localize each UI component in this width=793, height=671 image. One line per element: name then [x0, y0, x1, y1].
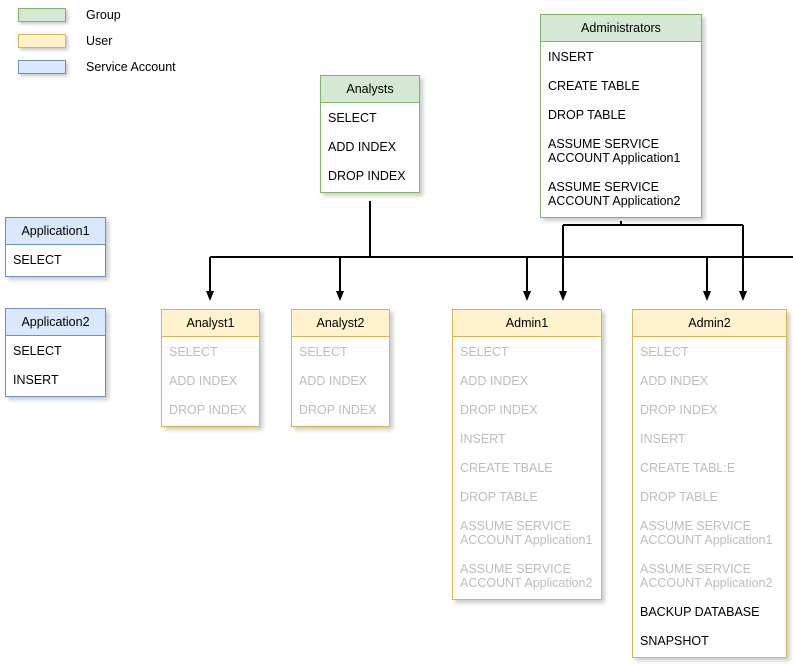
node-analysts-title: Analysts [321, 76, 419, 103]
legend-item-group: Group [18, 6, 176, 24]
permission-item: DROP INDEX [299, 403, 377, 417]
permission-item: BACKUP DATABASE [640, 605, 760, 619]
permission-item: DROP TABLE [548, 108, 626, 122]
node-administrators-permissions: INSERT CREATE TABLE DROP TABLE ASSUME SE… [541, 42, 701, 217]
permission-item: ADD INDEX [299, 374, 368, 388]
legend: Group User Service Account [18, 6, 176, 84]
permission-item: INSERT [13, 373, 59, 387]
permission-item: ASSUME SERVICE ACCOUNT Application1 [640, 519, 773, 547]
permission-item: SELECT [299, 345, 348, 359]
node-application2[interactable]: Application2 SELECT INSERT [5, 308, 106, 397]
permission-item: INSERT [460, 432, 506, 446]
node-administrators-title: Administrators [541, 15, 701, 42]
node-admin2-permissions: SELECT ADD INDEX DROP INDEX INSERT CREAT… [633, 337, 786, 657]
legend-item-service-account: Service Account [18, 58, 176, 76]
permission-item: SELECT [460, 345, 509, 359]
node-administrators[interactable]: Administrators INSERT CREATE TABLE DROP … [540, 14, 702, 218]
permission-item: SELECT [13, 344, 62, 358]
group-swatch [18, 8, 66, 22]
node-admin1-permissions: SELECT ADD INDEX DROP INDEX INSERT CREAT… [453, 337, 601, 599]
legend-item-user: User [18, 32, 176, 50]
permission-item: ADD INDEX [640, 374, 709, 388]
permission-item: DROP TABLE [640, 490, 718, 504]
node-application1-permissions: SELECT [6, 245, 105, 276]
permission-item: ADD INDEX [169, 374, 238, 388]
node-analyst1[interactable]: Analyst1 SELECT ADD INDEX DROP INDEX [161, 309, 260, 427]
permission-item: ASSUME SERVICE ACCOUNT Application1 [460, 519, 593, 547]
node-admin1[interactable]: Admin1 SELECT ADD INDEX DROP INDEX INSER… [452, 309, 602, 600]
node-analyst1-title: Analyst1 [162, 310, 259, 337]
edge-analysts-bus [206, 201, 793, 301]
service-swatch [18, 60, 66, 74]
permission-item: ADD INDEX [460, 374, 529, 388]
edge-administrators-bus [559, 221, 747, 301]
permission-item: INSERT [640, 432, 686, 446]
permission-item: ADD INDEX [328, 140, 397, 154]
permission-item: SELECT [13, 253, 62, 267]
permission-item: SELECT [328, 111, 377, 125]
permission-item: INSERT [548, 50, 594, 64]
legend-label-user: User [86, 34, 113, 48]
permission-item: ASSUME SERVICE ACCOUNT Application2 [640, 562, 773, 590]
node-application1-title: Application1 [6, 218, 105, 245]
permission-item: DROP INDEX [640, 403, 718, 417]
permission-item: ASSUME SERVICE ACCOUNT Application2 [548, 180, 681, 208]
node-analyst2[interactable]: Analyst2 SELECT ADD INDEX DROP INDEX [291, 309, 390, 427]
legend-label-service-account: Service Account [86, 60, 176, 74]
user-swatch [18, 34, 66, 48]
permission-item: SNAPSHOT [640, 634, 709, 648]
node-application2-permissions: SELECT INSERT [6, 336, 105, 396]
permission-item: CREATE TABLE [548, 79, 640, 93]
node-analysts-permissions: SELECT ADD INDEX DROP INDEX [321, 103, 419, 192]
permission-item: DROP INDEX [460, 403, 538, 417]
permission-item: DROP INDEX [169, 403, 247, 417]
node-admin2[interactable]: Admin2 SELECT ADD INDEX DROP INDEX INSER… [632, 309, 787, 658]
permission-item: ASSUME SERVICE ACCOUNT Application2 [460, 562, 593, 590]
node-analyst1-permissions: SELECT ADD INDEX DROP INDEX [162, 337, 259, 426]
node-admin2-title: Admin2 [633, 310, 786, 337]
permission-item: SELECT [169, 345, 218, 359]
node-admin1-title: Admin1 [453, 310, 601, 337]
permission-item: DROP TABLE [460, 490, 538, 504]
permission-item: CREATE TBALE [460, 461, 553, 475]
node-analysts[interactable]: Analysts SELECT ADD INDEX DROP INDEX [320, 75, 420, 193]
permission-item: CREATE TABL:E [640, 461, 736, 475]
permission-item: ASSUME SERVICE ACCOUNT Application1 [548, 137, 681, 165]
permission-item: SELECT [640, 345, 689, 359]
node-application1[interactable]: Application1 SELECT [5, 217, 106, 277]
legend-label-group: Group [86, 8, 121, 22]
node-analyst2-title: Analyst2 [292, 310, 389, 337]
node-application2-title: Application2 [6, 309, 105, 336]
node-analyst2-permissions: SELECT ADD INDEX DROP INDEX [292, 337, 389, 426]
permission-item: DROP INDEX [328, 169, 406, 183]
